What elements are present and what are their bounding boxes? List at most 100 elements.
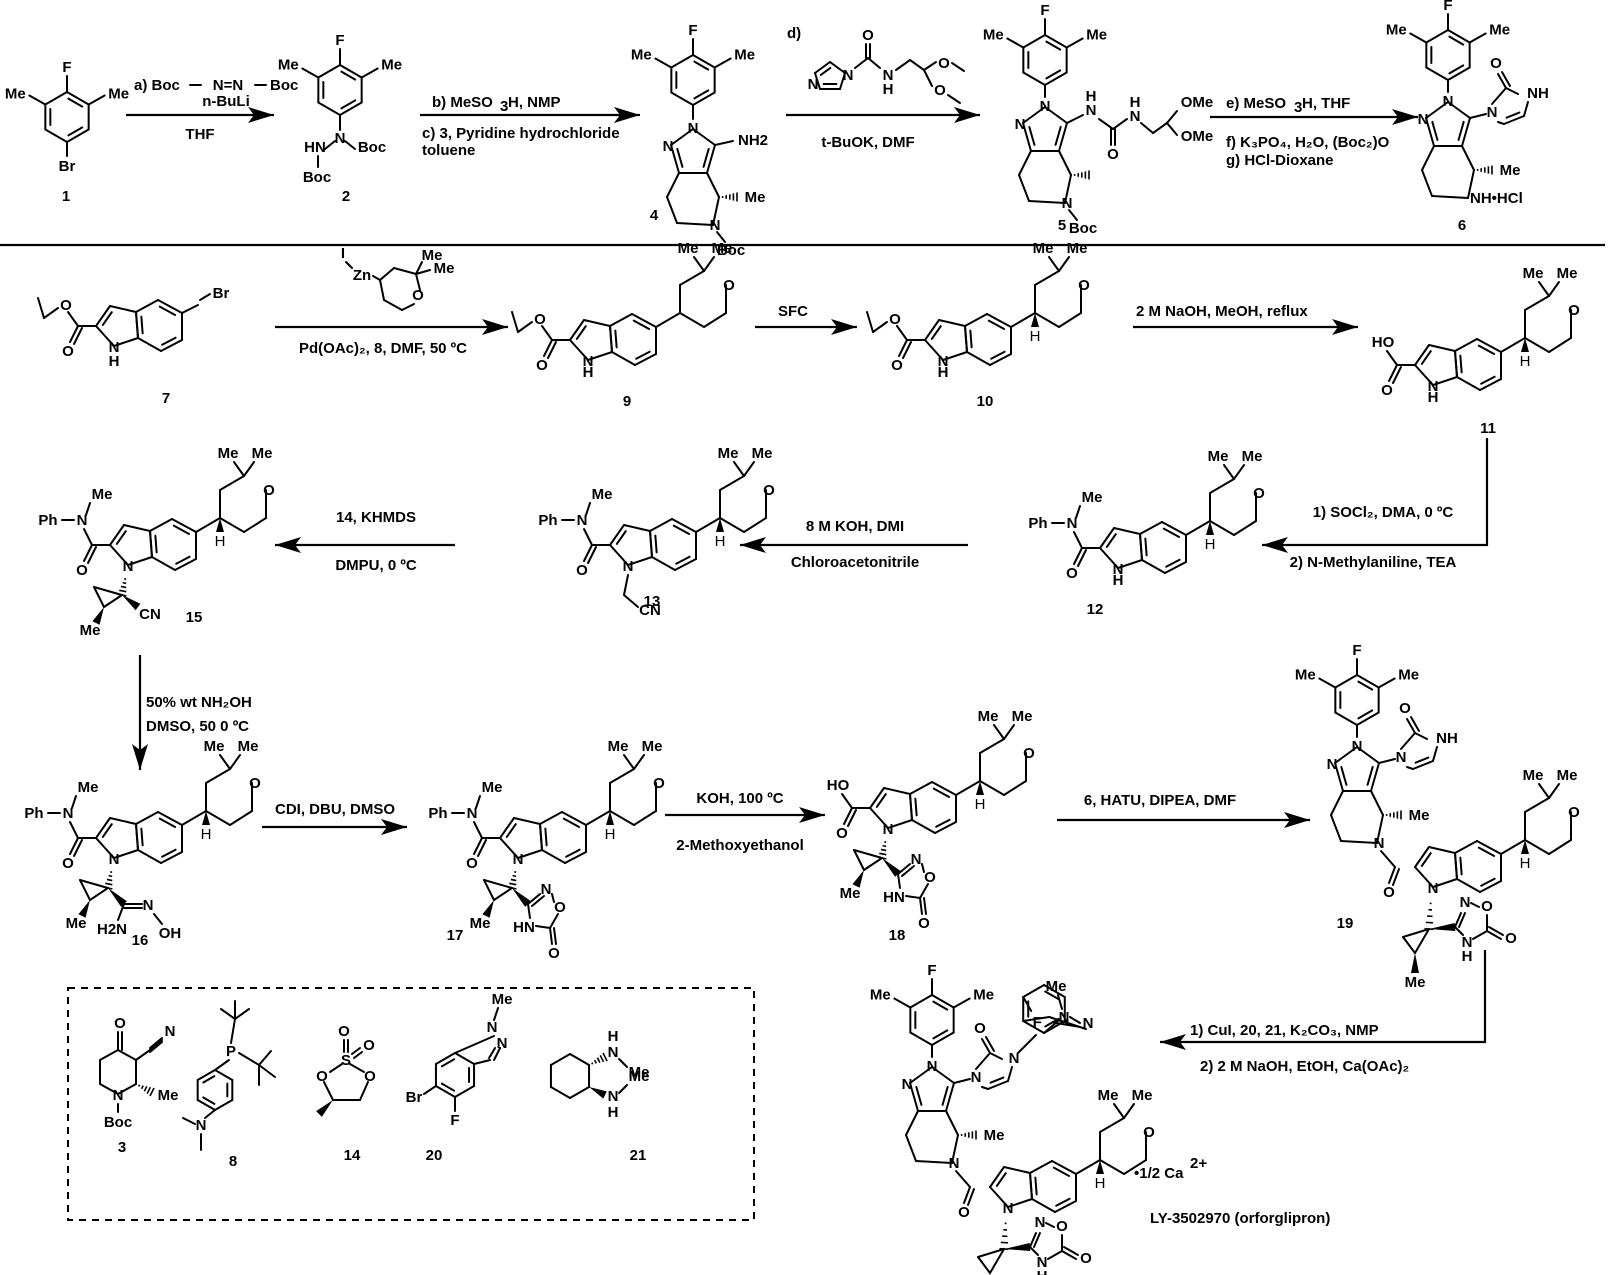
nitrogen-label: N	[335, 130, 346, 147]
methyl-label: Me	[238, 738, 259, 755]
bond	[1548, 783, 1560, 799]
thp-ring	[633, 810, 657, 826]
arrowhead-icon	[1262, 537, 1288, 553]
methyl-label: Me	[1409, 807, 1430, 824]
bond	[955, 780, 981, 796]
compound-label-17: 17	[447, 927, 464, 944]
double-bond	[1357, 680, 1374, 691]
condition-e-tail: H, THF	[1302, 95, 1350, 112]
bond	[618, 1058, 629, 1068]
condition-f: f) K₃PO₄, H₂O, (Boc₂)O	[1226, 134, 1390, 151]
arrow-step-efg	[1210, 109, 1418, 125]
bond	[527, 903, 531, 919]
bond	[229, 754, 241, 770]
bond	[477, 839, 487, 857]
reagent-legend-box	[67, 987, 755, 1221]
double-bond	[172, 524, 191, 535]
bond	[87, 546, 97, 564]
bond	[1166, 110, 1178, 124]
bond	[493, 887, 513, 901]
bond	[989, 1248, 1005, 1274]
piperidinone-ring	[117, 1049, 137, 1061]
nitrogen-label: N	[165, 1023, 176, 1040]
bond	[1469, 113, 1487, 119]
piperidine-ring	[905, 1134, 917, 1162]
bond	[1523, 101, 1529, 117]
indole-benzene	[1029, 1172, 1033, 1200]
indole-benzene	[964, 325, 968, 353]
aryl-ring	[44, 128, 68, 143]
thp-ring	[1524, 337, 1550, 353]
oxygen-label: O	[1399, 700, 1411, 717]
bond	[905, 895, 921, 899]
indole-pyrrole	[1414, 344, 1430, 366]
methoxy-label: OMe	[1181, 128, 1214, 145]
condition-g: g) HCl-Dioxane	[1226, 152, 1334, 169]
indole-benzene	[541, 849, 566, 864]
nitrogen-label: N	[1352, 738, 1363, 755]
hydrogen-label: H	[1086, 88, 1097, 105]
zinc-label: Zn	[353, 267, 371, 284]
bond	[847, 809, 857, 827]
double-bond	[635, 350, 651, 360]
methyl-label: Me	[434, 260, 455, 277]
indole-benzene	[1139, 533, 1143, 561]
methyl-label: Me	[492, 991, 513, 1008]
oxygen-label: O	[1481, 898, 1493, 915]
bond	[1152, 122, 1168, 134]
bond	[985, 1036, 995, 1052]
nitrogen-label: N	[883, 67, 894, 84]
nitrogen-label: N	[1015, 116, 1026, 133]
methyl-label: Me	[278, 57, 299, 74]
arrow-step-d	[786, 107, 980, 123]
bond	[633, 754, 645, 770]
indazole-benzene	[1022, 984, 1045, 998]
nitrogen-label: N	[1067, 515, 1078, 532]
bond	[1388, 364, 1398, 382]
nitrogen-label: N	[196, 1117, 207, 1134]
bond	[493, 1007, 500, 1021]
oxygen-label: O	[316, 1068, 328, 1085]
double-bond	[615, 530, 627, 545]
bond	[258, 1050, 272, 1066]
cyclohexane-ring	[569, 1053, 591, 1066]
indole-benzene	[634, 353, 657, 366]
bond	[1022, 1016, 1051, 1022]
arrowhead-icon	[132, 744, 148, 770]
indole-pyrrole	[924, 319, 940, 341]
indole-benzene	[671, 518, 697, 533]
bond	[549, 913, 559, 929]
bond	[1501, 71, 1511, 87]
indazole-benzene	[434, 1085, 456, 1098]
bond	[329, 1063, 343, 1073]
bond	[901, 865, 915, 877]
indole-pyrrole	[109, 305, 137, 313]
methyl-label: Me	[92, 486, 113, 503]
double-bond	[654, 534, 658, 554]
bond	[1069, 1016, 1081, 1024]
indole-pyrrole	[609, 524, 625, 546]
double-bond	[1045, 40, 1062, 51]
double-bond	[693, 89, 710, 100]
indole-pyrrole	[95, 305, 111, 327]
pyrazole-ring	[1461, 117, 1471, 147]
atom-label: Boc	[358, 139, 386, 156]
nitrogen-label: N	[109, 339, 120, 356]
indazole-benzene	[1022, 1020, 1045, 1034]
bond	[1406, 718, 1416, 734]
thp-ring	[1524, 797, 1550, 813]
condition-chloroacetonitrile: Chloroacetonitrile	[791, 554, 919, 571]
double-bond	[932, 1000, 949, 1011]
double-bond	[175, 555, 191, 565]
condition-d-base: t-BuOK, DMF	[821, 134, 914, 151]
indole-pyrrole	[1428, 344, 1456, 352]
atom-label: Boc	[303, 169, 331, 186]
bond	[415, 269, 431, 275]
methyl-label: Me	[1398, 667, 1419, 684]
bond	[527, 893, 541, 905]
indole-pyrrole	[569, 319, 585, 341]
nitrogen-label: N	[109, 851, 120, 868]
oxygen-label: O	[1568, 302, 1580, 319]
bond	[475, 795, 481, 809]
oxygen-label: O	[1568, 804, 1580, 821]
